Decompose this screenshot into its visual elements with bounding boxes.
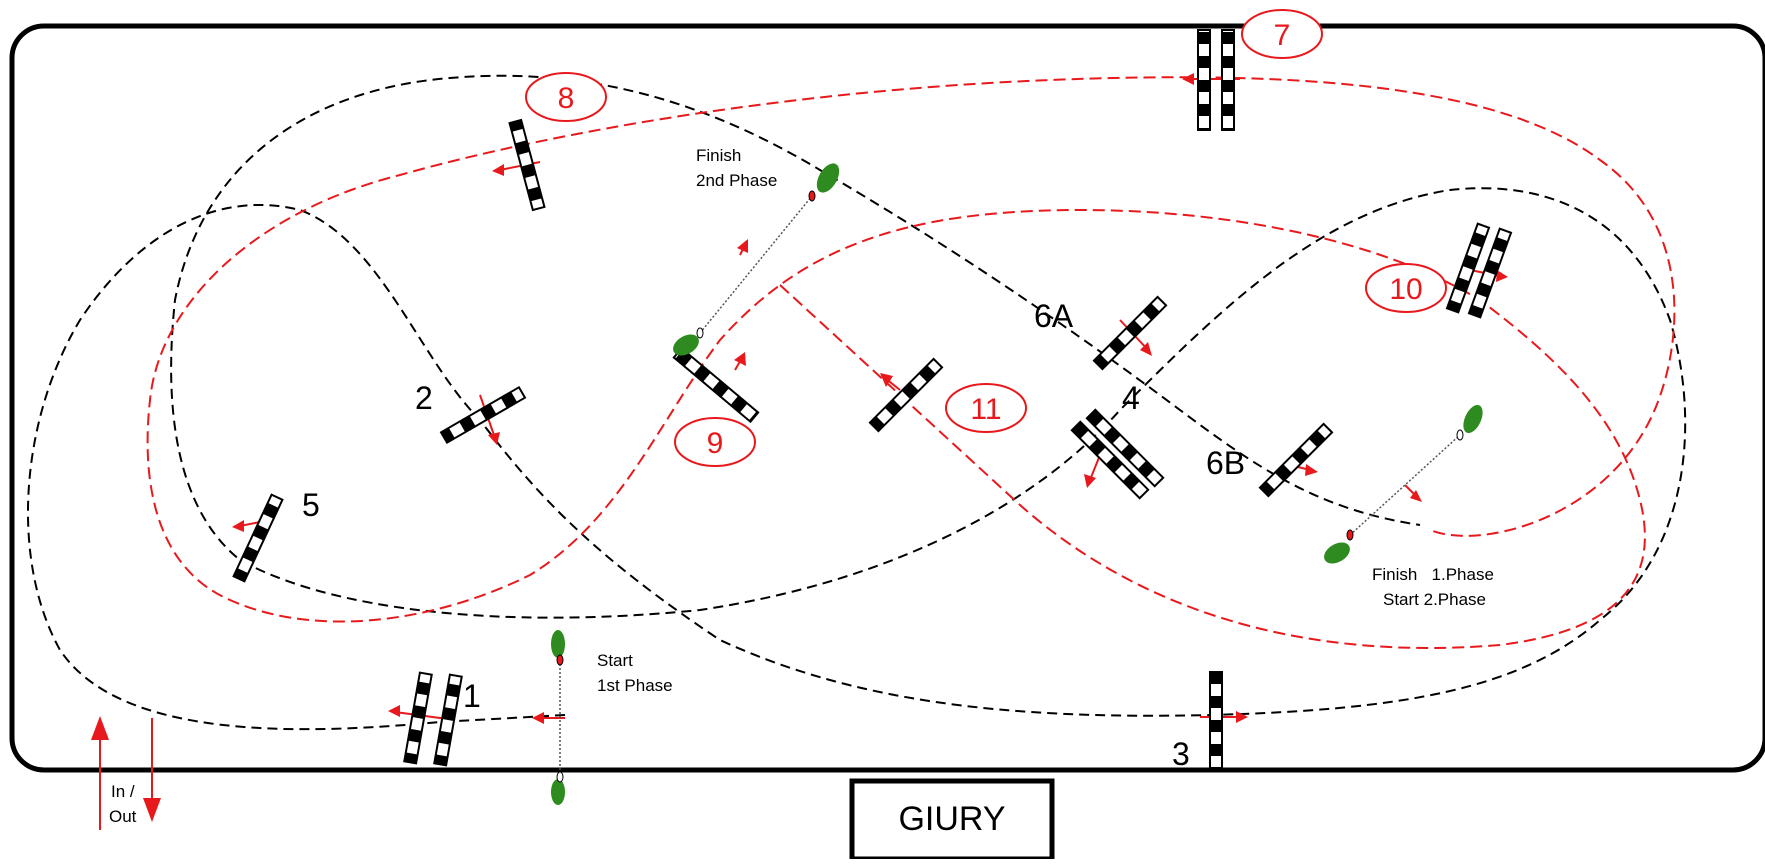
circle-label-11: 11: [945, 383, 1027, 433]
circle-label-7: 7: [1241, 9, 1323, 59]
plant-icon: [1324, 542, 1350, 564]
in-out-label-line1: In /: [111, 782, 135, 801]
obstacle-label-3: 3: [1172, 736, 1190, 772]
in-out-arrows: In / Out: [91, 716, 161, 830]
obstacle-5: [232, 493, 284, 583]
start-1-marker: [551, 630, 565, 805]
arena-boundary: [9, 23, 1765, 773]
obstacle-label-9: 9: [707, 427, 724, 460]
finish-1-start-2-marker: [1324, 404, 1483, 564]
finish-2-marker: [673, 163, 840, 356]
finish-1-start-2-line2: Start 2.Phase: [1383, 590, 1486, 609]
obstacle-label-10: 10: [1389, 273, 1422, 306]
plant-icon: [551, 630, 565, 658]
plant-icon: [816, 163, 840, 193]
obstacle-1: [403, 671, 463, 767]
start-1-line1: Start: [597, 651, 633, 670]
plant-icon: [673, 334, 699, 356]
finish-1-start-2-line1: Finish 1.Phase: [1372, 565, 1494, 584]
jury-label: GIURY: [898, 800, 1005, 838]
obstacle-label-4: 4: [1122, 380, 1140, 416]
obstacle-label-7: 7: [1274, 19, 1291, 52]
obstacle-label-5: 5: [302, 487, 320, 523]
circle-label-10: 10: [1365, 263, 1447, 313]
plant-icon: [551, 779, 565, 805]
circle-label-8: 8: [525, 72, 607, 122]
circle-label-9: 9: [674, 417, 756, 467]
obstacle-7: [1197, 29, 1235, 131]
obstacle-6a: [1092, 295, 1168, 371]
plant-icon: [1463, 404, 1483, 434]
obstacle-4: [1070, 408, 1165, 500]
obstacle-3: [1209, 671, 1223, 769]
start-1-line2: 1st Phase: [597, 676, 673, 695]
obstacle-8: [508, 118, 546, 212]
finish-2-line1: Finish: [696, 146, 741, 165]
phase-1-path: [27, 74, 1687, 731]
obstacle-10: [1445, 222, 1513, 319]
obstacle-2: [439, 385, 527, 445]
obstacle-6b: [1258, 422, 1334, 498]
obstacle-label-6b: 6B: [1206, 445, 1245, 481]
phase-2-path: [146, 76, 1676, 650]
obstacle-label-8: 8: [558, 82, 575, 115]
obstacle-label-6a: 6A: [1034, 298, 1074, 334]
obstacle-label-11: 11: [970, 393, 1001, 426]
obstacle-label-2: 2: [415, 380, 433, 416]
obstacle-11: [868, 357, 944, 433]
finish-2-line2: 2nd Phase: [696, 171, 777, 190]
obstacle-label-1: 1: [463, 678, 481, 714]
in-out-label-line2: Out: [109, 807, 137, 826]
